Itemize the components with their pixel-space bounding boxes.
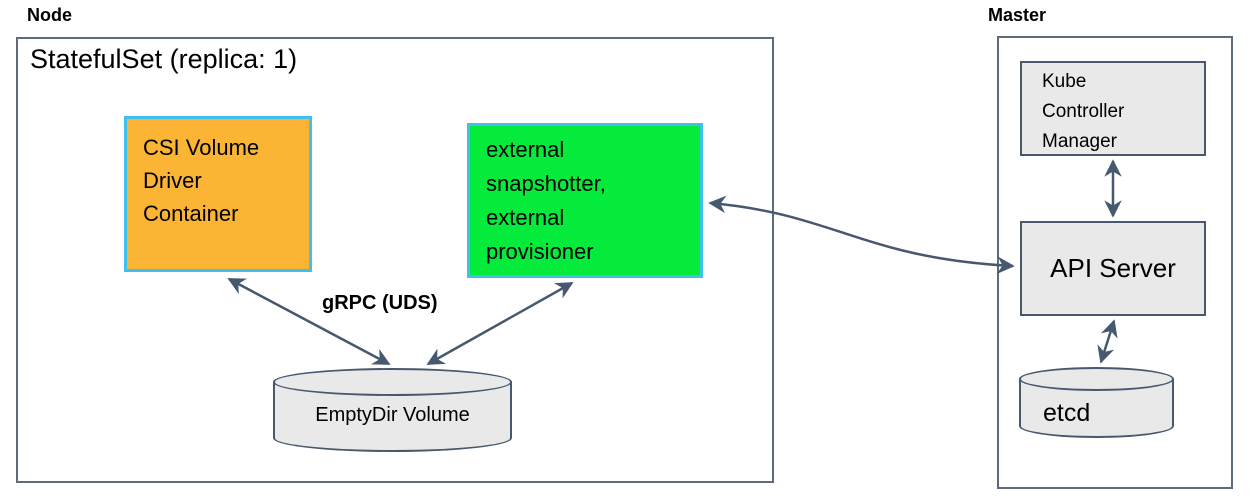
kcm-box-label-line: Manager	[1042, 131, 1117, 152]
sidecar-box-label-line: snapshotter,	[486, 171, 606, 196]
csi-volume-driver-box: CSI Volume Driver Container	[124, 116, 312, 272]
sidecar-box-label-line: external	[486, 137, 565, 162]
csi-box-label-line: Container	[143, 201, 239, 226]
node-label: Node	[27, 5, 72, 25]
statefulset-title: StatefulSet (replica: 1)	[30, 44, 298, 74]
csi-box-label-line: Driver	[143, 168, 202, 193]
cylinder-top-ellipse	[273, 368, 512, 396]
etcd-cylinder: etcd	[1019, 367, 1174, 438]
grpc-uds-label: gRPC (UDS)	[322, 292, 438, 314]
external-sidecar-box: external snapshotter, external provision…	[467, 123, 703, 278]
master-label: Master	[988, 5, 1047, 25]
emptydir-volume-label: EmptyDir Volume	[315, 404, 470, 426]
csi-box-label-line: CSI Volume	[143, 135, 260, 160]
kcm-box-label-line: Kube	[1042, 71, 1087, 92]
emptydir-volume-cylinder: EmptyDir Volume	[273, 368, 512, 452]
api-server-box: API Server	[1020, 221, 1206, 316]
kube-controller-manager-box: Kube Controller Manager	[1020, 61, 1206, 156]
api-server-label: API Server	[1050, 253, 1176, 283]
sidecar-box-label-line: provisioner	[486, 239, 594, 264]
cylinder-top-ellipse	[1019, 367, 1174, 391]
etcd-label: etcd	[1043, 399, 1091, 427]
sidecar-box-label-line: external	[486, 205, 565, 230]
kcm-box-label-line: Controller	[1042, 101, 1125, 122]
